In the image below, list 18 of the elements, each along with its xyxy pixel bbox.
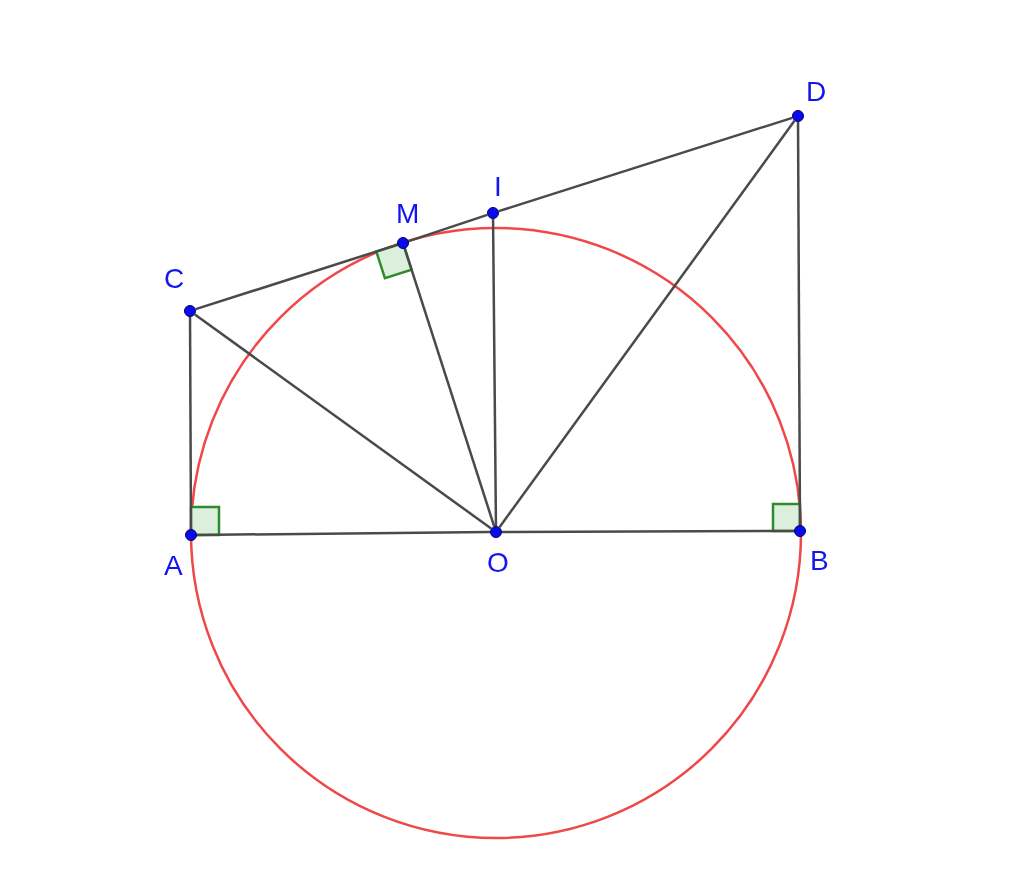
point-label: M [396, 199, 420, 229]
point-label: C [164, 264, 185, 294]
point-label: O [487, 548, 509, 578]
point-label: B [810, 546, 829, 576]
line-segment [498, 116, 793, 213]
line-segment [796, 122, 802, 525]
line-segment [491, 219, 498, 526]
line-segment [188, 317, 193, 529]
line-segment [498, 120, 796, 528]
point-label: A [164, 551, 183, 581]
line-segment [197, 530, 490, 537]
line-segment [502, 529, 794, 534]
point-label: D [806, 77, 827, 107]
line-segment [195, 243, 398, 311]
line-segment [403, 248, 496, 527]
line-segment [408, 213, 488, 243]
line-segment [194, 313, 492, 530]
point-label: I [494, 172, 502, 202]
